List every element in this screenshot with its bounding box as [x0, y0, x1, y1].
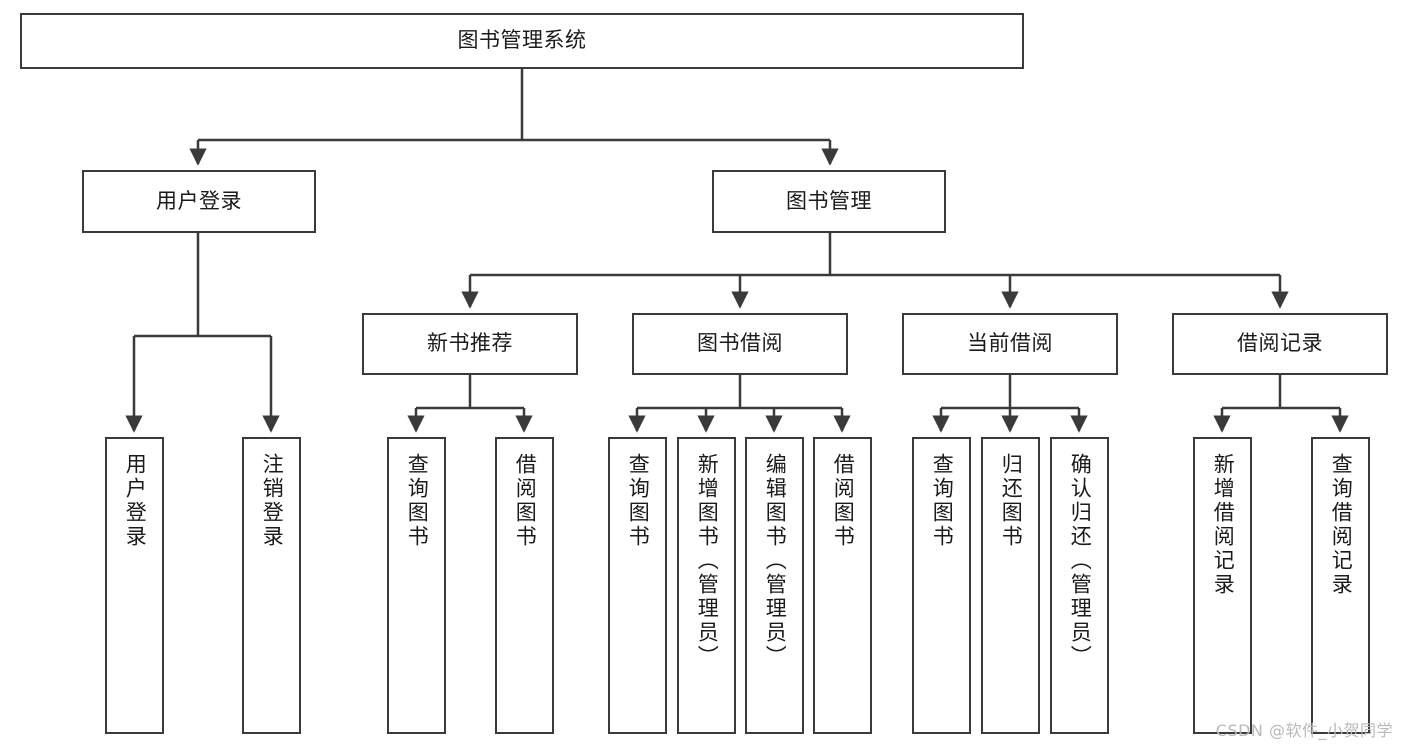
- node-leaf-user-login[interactable]: 用户登录: [105, 437, 164, 734]
- node-borrow-record[interactable]: 借阅记录: [1172, 313, 1388, 375]
- node-book-borrow-label: 图书借阅: [697, 331, 783, 356]
- node-user-login-label: 用户登录: [156, 188, 242, 213]
- node-leaf-query-book-3[interactable]: 查询图书: [912, 437, 971, 734]
- node-leaf-user-logout[interactable]: 注销登录: [242, 437, 301, 734]
- node-current-borrow-label: 当前借阅: [967, 331, 1053, 356]
- node-new-book-recommend[interactable]: 新书推荐: [362, 313, 578, 375]
- node-current-borrow[interactable]: 当前借阅: [902, 313, 1118, 375]
- node-leaf-add-record-label: 新增借阅记录: [1211, 453, 1236, 597]
- node-leaf-query-record[interactable]: 查询借阅记录: [1311, 437, 1370, 734]
- node-leaf-user-login-label: 用户登录: [123, 453, 148, 549]
- node-leaf-borrow-book-1[interactable]: 借阅图书: [495, 437, 554, 734]
- node-leaf-borrow-book-2[interactable]: 借阅图书: [813, 437, 872, 734]
- node-leaf-query-book-2-label: 查询图书: [626, 453, 651, 549]
- node-borrow-record-label: 借阅记录: [1237, 331, 1323, 356]
- node-leaf-add-book[interactable]: 新增图书（管理员）: [677, 437, 736, 734]
- node-leaf-borrow-book-1-label: 借阅图书: [513, 453, 538, 549]
- node-leaf-borrow-book-2-label: 借阅图书: [831, 453, 856, 549]
- node-leaf-query-book-1-label: 查询图书: [405, 453, 430, 549]
- node-leaf-return-book-label: 归还图书: [999, 453, 1024, 549]
- node-leaf-query-book-3-label: 查询图书: [930, 453, 955, 549]
- node-leaf-user-logout-label: 注销登录: [260, 453, 285, 549]
- node-new-book-recommend-label: 新书推荐: [427, 331, 513, 356]
- node-user-login[interactable]: 用户登录: [82, 170, 316, 233]
- node-root-label: 图书管理系统: [457, 28, 587, 53]
- node-leaf-query-record-label: 查询借阅记录: [1329, 453, 1354, 597]
- node-leaf-query-book-2[interactable]: 查询图书: [608, 437, 667, 734]
- node-leaf-add-book-label: 新增图书（管理员）: [695, 453, 720, 669]
- node-leaf-add-record[interactable]: 新增借阅记录: [1193, 437, 1252, 734]
- node-book-management[interactable]: 图书管理: [712, 170, 946, 233]
- node-leaf-edit-book-label: 编辑图书（管理员）: [763, 453, 788, 669]
- node-leaf-query-book-1[interactable]: 查询图书: [387, 437, 446, 734]
- node-leaf-edit-book[interactable]: 编辑图书（管理员）: [745, 437, 804, 734]
- node-book-management-label: 图书管理: [786, 188, 872, 213]
- node-root[interactable]: 图书管理系统: [20, 13, 1024, 69]
- node-leaf-confirm-return[interactable]: 确认归还（管理员）: [1050, 437, 1109, 734]
- node-book-borrow[interactable]: 图书借阅: [632, 313, 848, 375]
- node-leaf-return-book[interactable]: 归还图书: [981, 437, 1040, 734]
- node-leaf-confirm-return-label: 确认归还（管理员）: [1068, 453, 1093, 669]
- csdn-watermark: CSDN @软件_小贺同学: [1215, 721, 1393, 740]
